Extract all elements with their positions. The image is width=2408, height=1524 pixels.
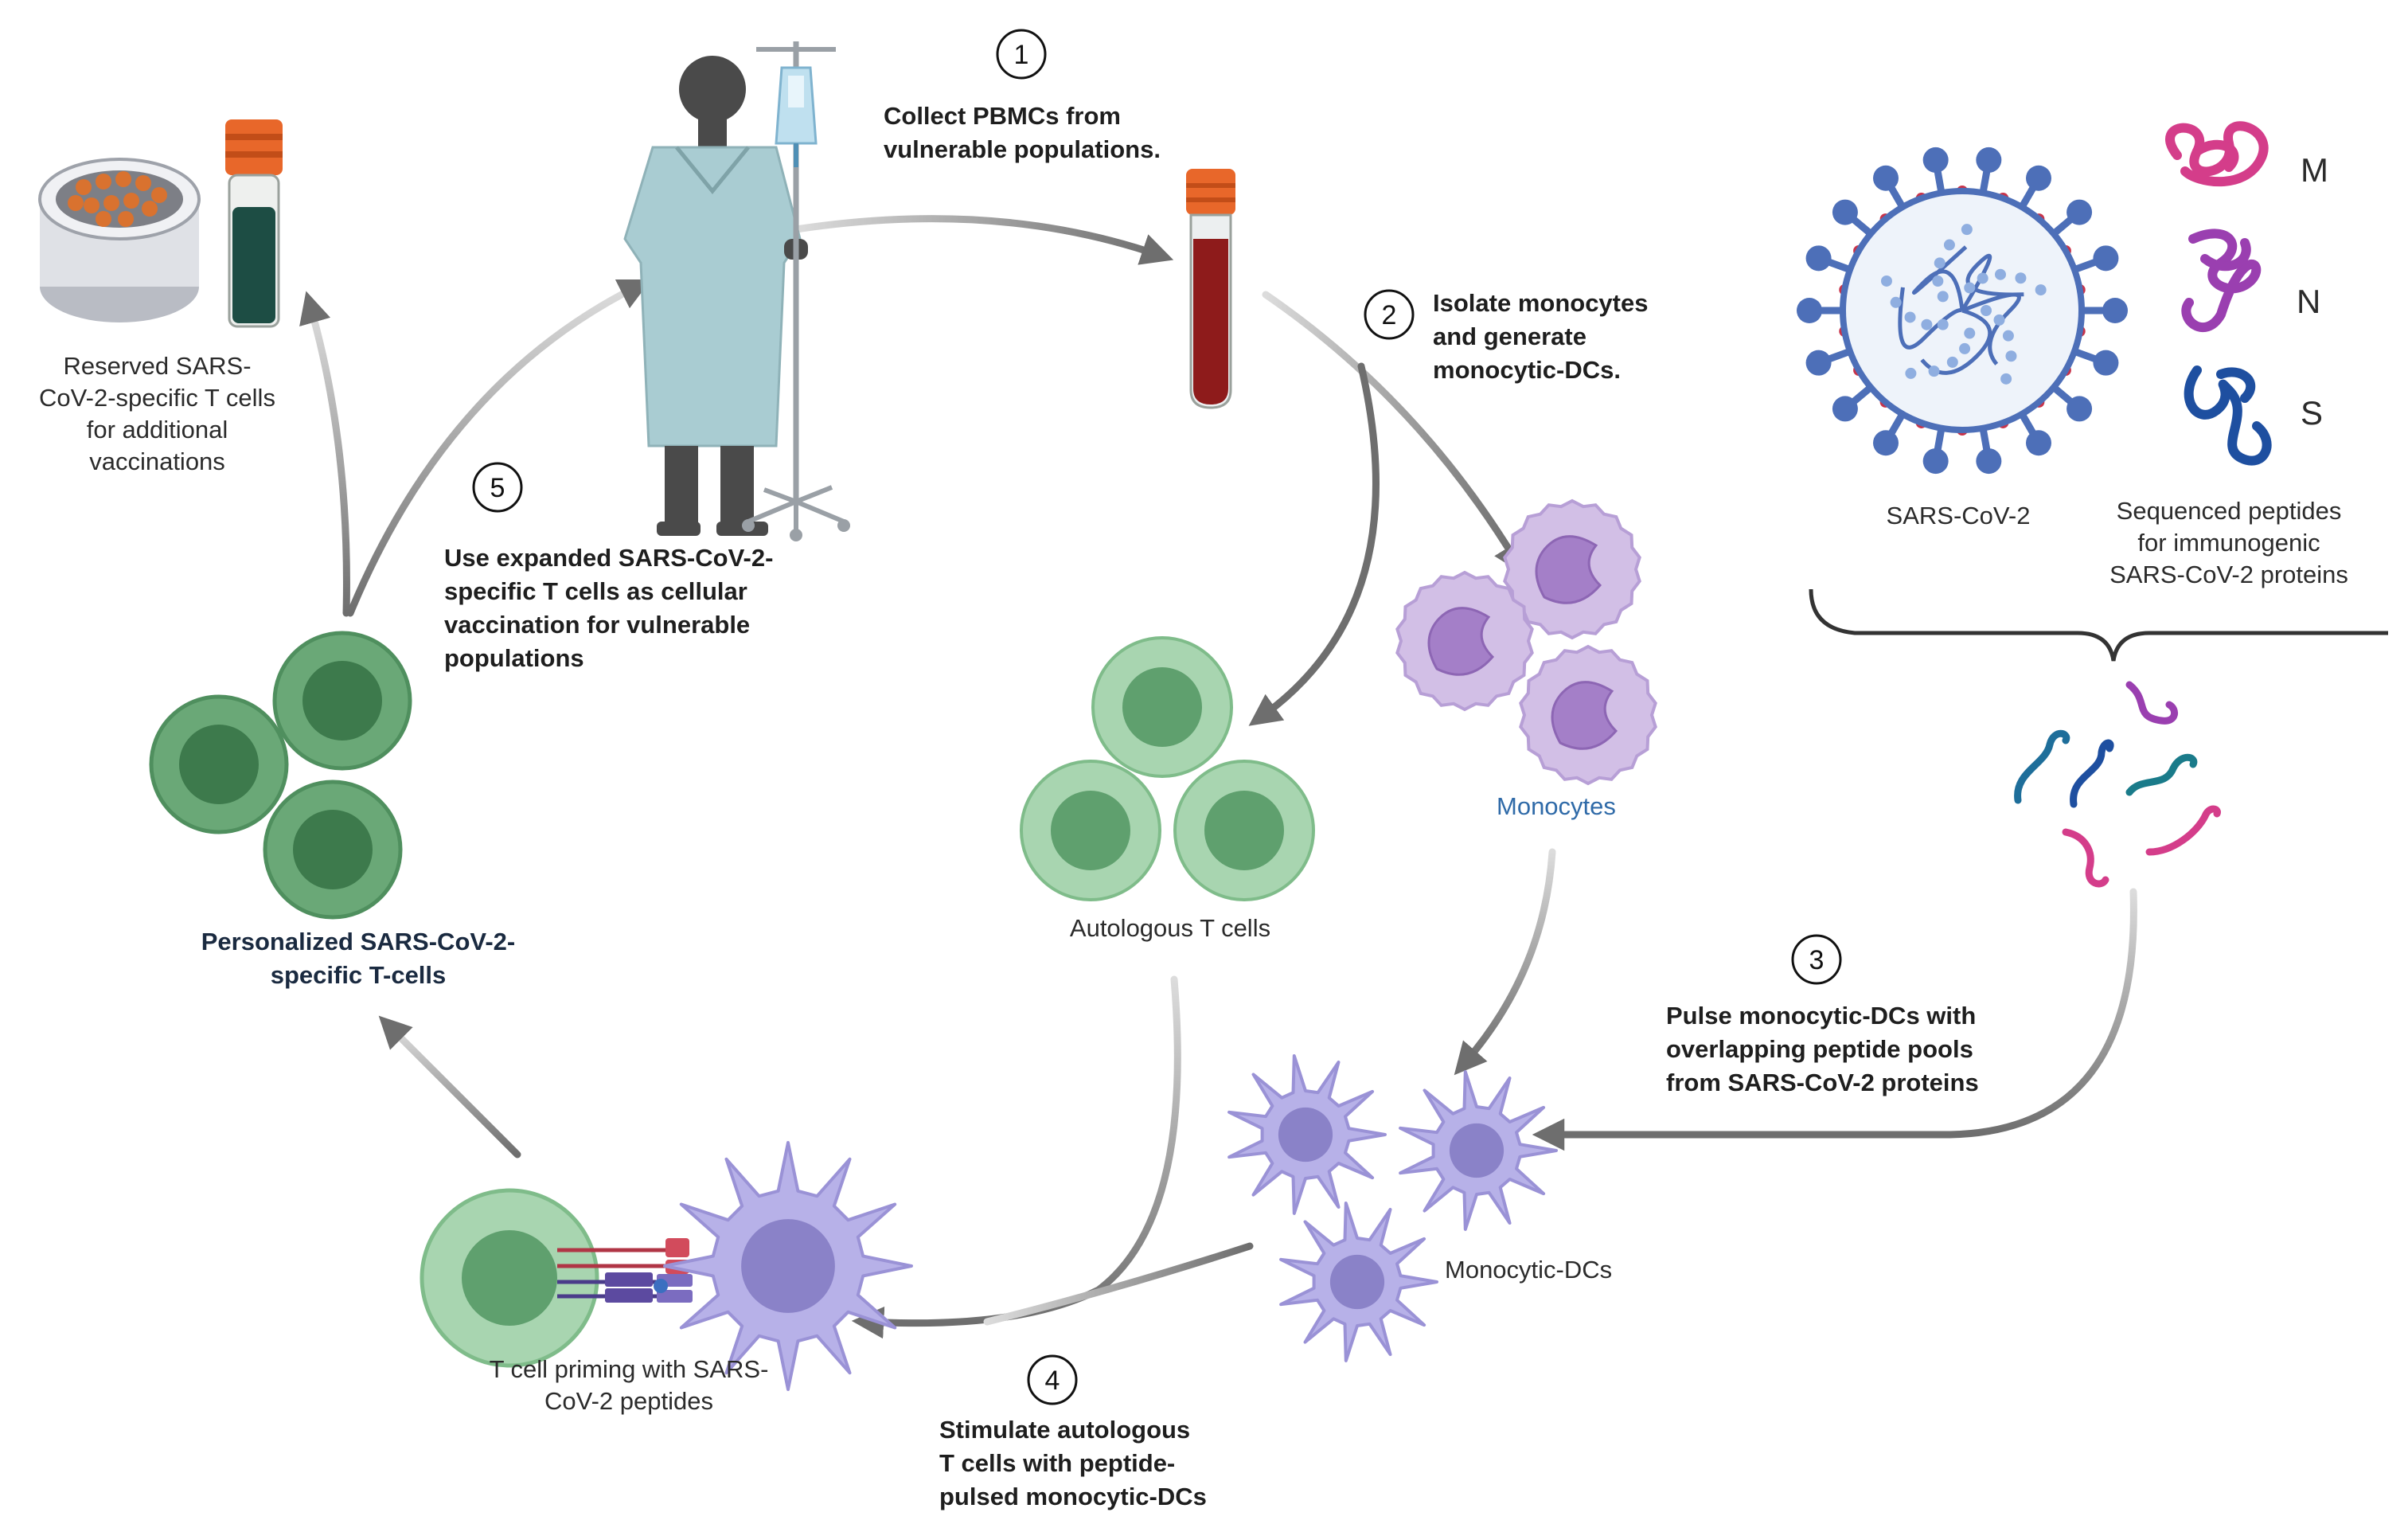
virus-label: SARS-CoV-2 xyxy=(1886,502,2031,529)
step-2-badge: 2 xyxy=(1364,289,1415,340)
priming-label: T cell priming with SARS- CoV-2 peptides xyxy=(489,1355,769,1415)
monocyte-cells xyxy=(1395,498,1657,786)
svg-text:5: 5 xyxy=(490,473,505,503)
step-1-text: Collect PBMCs from vulnerable population… xyxy=(884,102,1161,163)
dendritic-cell-priming xyxy=(663,1141,913,1391)
arrow-priming-to-personalized xyxy=(378,1015,521,1159)
monocytes-label: Monocytes xyxy=(1497,792,1616,820)
monocytic-dcs-icon xyxy=(1227,1054,1558,1362)
sars-cov-2-virus-icon xyxy=(1797,147,2128,475)
blood-tube-icon xyxy=(1186,169,1235,409)
step-5-badge: 5 xyxy=(472,462,523,513)
personalized-t-cells-label: Personalized SARS-CoV-2- specific T-cell… xyxy=(201,928,516,989)
protein-n-label: N xyxy=(2297,283,2321,320)
arrow-tube-to-tcells xyxy=(1248,362,1380,726)
peptides-label: Sequenced peptides for immunogenic SARS-… xyxy=(2109,497,2348,588)
step-4-text: Stimulate autologous T cells with peptid… xyxy=(939,1416,1207,1510)
autologous-t-cells-icon xyxy=(1020,636,1315,901)
cryo-box-icon xyxy=(38,158,201,322)
t-cell-priming-icon xyxy=(420,1188,693,1368)
arrow-monocytes-to-dcs xyxy=(1454,848,1556,1076)
peptide-fragments-icon xyxy=(2014,681,2221,888)
monocytic-dcs-label: Monocytic-DCs xyxy=(1445,1256,1613,1284)
cryo-vial-icon xyxy=(225,119,283,328)
arrow-personalized-to-patient xyxy=(346,279,652,617)
step-2-text: Isolate monocytes and generate monocytic… xyxy=(1433,289,1649,384)
step-5-text: Use expanded SARS-CoV-2- specific T cell… xyxy=(444,544,774,672)
reserved-vials-label: Reserved SARS- CoV-2-specific T cells fo… xyxy=(39,352,275,475)
arrow-patient-to-tube xyxy=(792,215,1174,265)
step-3-badge: 3 xyxy=(1791,934,1842,985)
arrow-tube-to-monocytes xyxy=(1262,291,1525,576)
protein-m-icon xyxy=(2165,121,2269,187)
svg-text:3: 3 xyxy=(1809,945,1825,975)
patient-figure xyxy=(623,56,808,536)
svg-text:1: 1 xyxy=(1014,40,1029,70)
step-4-badge: 4 xyxy=(1027,1354,1078,1405)
step-1-badge: 1 xyxy=(996,29,1047,80)
protein-s-icon xyxy=(2184,365,2272,466)
step-3-text: Pulse monocytic-DCs with overlapping pep… xyxy=(1666,1002,1979,1096)
svg-text:4: 4 xyxy=(1045,1366,1060,1396)
autologous-t-cells-label: Autologous T cells xyxy=(1069,914,1271,942)
arrow-expanded-to-reserved xyxy=(299,291,350,617)
arrow-tcells-to-priming xyxy=(851,975,1181,1339)
cycle-arrows xyxy=(299,215,2137,1339)
protein-m-label: M xyxy=(2301,151,2328,189)
arrow-dcs-to-priming xyxy=(983,1242,1254,1326)
protein-n-icon xyxy=(2181,229,2262,332)
svg-text:2: 2 xyxy=(1382,300,1397,330)
brace-bracket xyxy=(1809,588,2388,662)
iv-stand-icon xyxy=(742,41,850,541)
arrow-peptides-to-dcs xyxy=(1532,888,2137,1151)
protein-s-label: S xyxy=(2301,394,2324,432)
personalized-t-cells-icon xyxy=(149,631,412,920)
step-number-badges: 1 2 3 4 5 xyxy=(472,29,1842,1405)
